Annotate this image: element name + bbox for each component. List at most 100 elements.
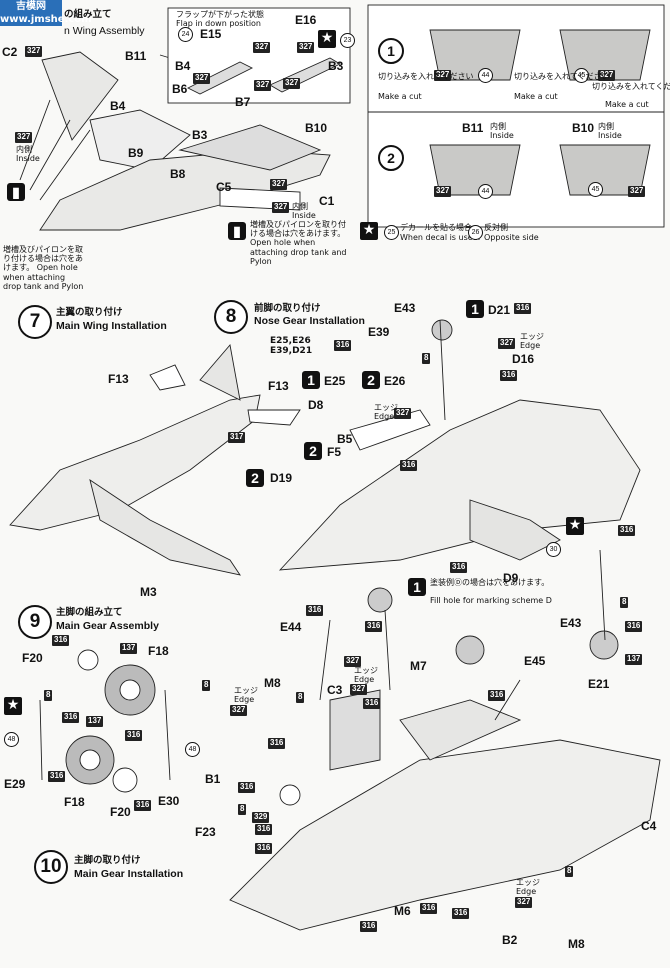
color-327-badge: 327 xyxy=(515,897,533,908)
star-marker-icon: ★ xyxy=(566,517,584,535)
part-B3: B3 xyxy=(328,59,344,73)
color-327-badge: 327 xyxy=(498,338,516,349)
color-316-badge: 316 xyxy=(618,525,636,536)
stage-1-icon: 1 xyxy=(302,371,320,389)
drill-hole-icon: ▮ xyxy=(228,222,246,240)
color-8-badge: 8 xyxy=(296,692,305,703)
color-316-badge: 316 xyxy=(268,738,286,749)
opposite-note-jp: 反対側 xyxy=(484,223,508,232)
part-B7: B7 xyxy=(235,95,251,109)
part-B4: B4 xyxy=(110,99,126,113)
step6-title-jp: の組み立て xyxy=(64,9,112,20)
edge-label-en: Edge xyxy=(520,341,541,350)
step6-title-en: n Wing Assembly xyxy=(64,25,145,37)
decal-44: 44 xyxy=(478,184,493,199)
part-C5: C5 xyxy=(216,180,232,194)
color-327-badge: 327 xyxy=(394,408,412,419)
part-D21: D21 xyxy=(488,303,511,317)
edge-label: エッジ xyxy=(354,666,378,675)
part-B4: B4 xyxy=(175,59,191,73)
color-316-badge: 316 xyxy=(514,303,532,314)
step8-number: 8 xyxy=(214,300,248,334)
step10-number: 10 xyxy=(34,850,68,884)
part-B3: B3 xyxy=(192,128,208,142)
color-316-badge: 316 xyxy=(48,771,66,782)
parts-list-e39: E39,D21 xyxy=(270,346,313,356)
part-E30: E30 xyxy=(158,794,180,808)
aircraft-step7-drawing xyxy=(9,343,301,576)
panel-label-b10: B10 xyxy=(572,121,595,135)
color-327-badge: 327 xyxy=(270,179,288,190)
drop-note-left-jp: 増槽及びパイロンを取り付ける場合は穴をあけます。 xyxy=(3,245,83,273)
star-marker-icon: ★ xyxy=(4,697,22,715)
part-C4: C4 xyxy=(641,819,657,833)
stage-1-icon: 1 xyxy=(408,578,426,596)
part-F20: F20 xyxy=(110,805,131,819)
part-B8: B8 xyxy=(170,167,186,181)
part-B9: B9 xyxy=(128,146,144,160)
part-M3: M3 xyxy=(140,585,157,599)
step7-number: 7 xyxy=(18,305,52,339)
aircraft-step10-drawing xyxy=(229,587,661,931)
inside-label: 内側 xyxy=(490,122,506,131)
step8-title-en: Nose Gear Installation xyxy=(254,315,365,327)
drop-note-en: Open hole when attaching drop tank and P… xyxy=(250,238,347,266)
color-316-badge: 316 xyxy=(52,635,70,646)
color-316-badge: 316 xyxy=(134,800,152,811)
part-B2: B2 xyxy=(502,933,518,947)
inside-label-en: Inside xyxy=(16,154,40,163)
color-316-badge: 316 xyxy=(452,908,470,919)
part-E43: E43 xyxy=(394,301,416,315)
part-E43: E43 xyxy=(560,616,582,630)
color-8-badge: 8 xyxy=(620,597,629,608)
decal-25: 25 xyxy=(384,225,399,240)
color-327-badge: 327 xyxy=(193,73,211,84)
part-D9: D9 xyxy=(503,571,519,585)
aircraft-step8-drawing xyxy=(278,319,641,660)
color-327-badge: 327 xyxy=(350,684,368,695)
part-C3: C3 xyxy=(327,683,343,697)
inside-label: 内側 xyxy=(292,202,308,211)
edge-label-en: Edge xyxy=(234,695,255,704)
part-M8: M8 xyxy=(568,937,585,951)
part-F5: F5 xyxy=(327,445,342,459)
main-gear-drawing xyxy=(39,649,171,793)
part-E39: E39 xyxy=(368,325,390,339)
color-316-badge: 316 xyxy=(420,903,438,914)
decal-24: 24 xyxy=(178,27,193,42)
decal-26: 26 xyxy=(468,225,483,240)
color-137-badge: 137 xyxy=(625,654,643,665)
inside-label-en: Inside xyxy=(490,131,514,140)
parts-list-e25: E25,E26 xyxy=(270,336,311,346)
decal-48: 48 xyxy=(4,732,19,747)
color-316-badge: 316 xyxy=(625,621,643,632)
decal-44: 44 xyxy=(478,68,493,83)
color-8-badge: 8 xyxy=(422,353,431,364)
color-327-badge: 327 xyxy=(253,42,271,53)
inside-label-en: Inside xyxy=(598,131,622,140)
part-E29: E29 xyxy=(4,777,26,791)
panel-label-b11: B11 xyxy=(462,121,484,135)
color-8-badge: 8 xyxy=(44,690,53,701)
cut-note-jp: 切り込みを入れてください xyxy=(592,82,670,91)
decal-45: 45 xyxy=(574,68,589,83)
step9-title-en: Main Gear Assembly xyxy=(56,620,159,632)
color-327-badge: 327 xyxy=(297,42,315,53)
decal-45: 45 xyxy=(588,182,603,197)
inside-label: 内側 xyxy=(598,122,614,131)
edge-label-en: Edge xyxy=(374,412,395,421)
color-327-badge: 327 xyxy=(434,70,452,81)
color-316-badge: 316 xyxy=(255,843,273,854)
star-marker-icon: ★ xyxy=(318,30,336,48)
edge-label: エッジ xyxy=(374,403,398,412)
part-E21: E21 xyxy=(588,677,610,691)
color-327-badge: 327 xyxy=(628,186,646,197)
cut-note-en: Make a cut xyxy=(605,100,649,109)
part-F23: F23 xyxy=(195,825,216,839)
part-F20: F20 xyxy=(22,651,43,665)
part-B10: B10 xyxy=(305,121,328,135)
star-marker-icon: ★ xyxy=(360,222,378,240)
color-8-badge: 8 xyxy=(238,804,247,815)
